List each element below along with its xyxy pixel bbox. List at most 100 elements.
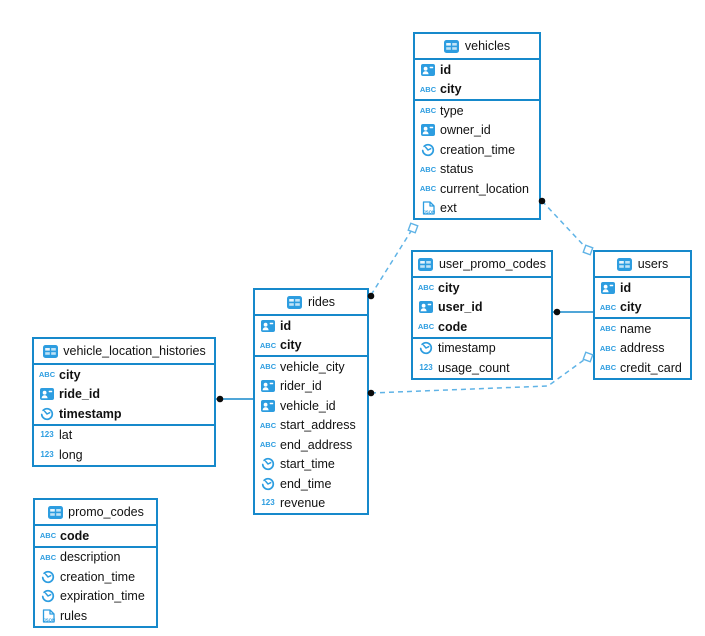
table-icon: [287, 295, 303, 309]
column-name: id: [620, 280, 632, 295]
column-row[interactable]: id: [255, 316, 367, 336]
column-row[interactable]: vehicle_id: [255, 396, 367, 416]
string-icon: ABC: [599, 343, 617, 353]
column-row[interactable]: timestamp: [34, 404, 214, 424]
column-name: owner_id: [440, 123, 491, 138]
column-name: city: [440, 82, 462, 97]
column-row[interactable]: user_id: [413, 298, 551, 318]
column-row[interactable]: start_time: [255, 455, 367, 475]
table-header[interactable]: vehicles: [415, 34, 539, 60]
column-name: code: [60, 528, 90, 543]
column-row[interactable]: creation_time: [415, 140, 539, 160]
table-header[interactable]: vehicle_location_histories: [34, 339, 214, 365]
column-row[interactable]: id: [415, 60, 539, 80]
column-row[interactable]: id: [595, 278, 690, 298]
column-name: rules: [60, 608, 88, 623]
column-name: expiration_time: [60, 589, 145, 604]
string-icon: ABC: [419, 84, 437, 94]
string-icon: ABC: [599, 324, 617, 333]
string-icon: ABC: [417, 322, 435, 331]
number-icon: 123: [40, 449, 54, 459]
column-row[interactable]: expiration_time: [35, 587, 156, 607]
timestamp-icon: [260, 477, 276, 491]
string-icon: ABC: [39, 531, 57, 540]
column-name: end_address: [280, 437, 353, 452]
string-icon: ABC: [38, 370, 56, 379]
column-row[interactable]: owner_id: [415, 121, 539, 141]
column-name: city: [620, 300, 642, 315]
string-icon: ABC: [419, 184, 437, 193]
table-icon: [47, 505, 63, 519]
table-header[interactable]: user_promo_codes: [413, 252, 551, 278]
timestamp-icon: [40, 570, 56, 584]
column-name: start_address: [280, 418, 356, 433]
string-icon: ABC: [259, 440, 277, 449]
table-title: rides: [307, 295, 336, 309]
column-row[interactable]: JSON rules: [35, 606, 156, 626]
column-name: status: [440, 162, 474, 177]
json-icon: JSON: [420, 201, 436, 215]
uuid-icon: [39, 387, 55, 401]
uuid-icon: [260, 379, 276, 393]
column-name: rider_id: [280, 379, 322, 394]
table-header[interactable]: promo_codes: [35, 500, 156, 526]
string-icon: ABC: [259, 340, 277, 350]
string-icon: ABC: [599, 302, 617, 312]
column-name: city: [438, 280, 460, 295]
column-row[interactable]: timestamp: [413, 339, 551, 359]
column-name: description: [60, 550, 121, 565]
column-row[interactable]: ride_id: [34, 385, 214, 405]
table-header[interactable]: rides: [255, 290, 367, 316]
column-row[interactable]: rider_id: [255, 377, 367, 397]
column-name: creation_time: [60, 569, 136, 584]
svg-text:JSON: JSON: [43, 617, 55, 622]
table-header[interactable]: users: [595, 252, 690, 278]
column-name: timestamp: [59, 406, 122, 421]
timestamp-icon: [39, 407, 55, 421]
timestamp-icon: [40, 589, 56, 603]
string-icon: ABC: [419, 164, 437, 174]
column-row[interactable]: end_time: [255, 474, 367, 494]
relation-dot-marker: [553, 308, 561, 316]
column-name: end_time: [280, 476, 332, 491]
column-row[interactable]: creation_time: [35, 567, 156, 587]
relation-diamond-marker: [582, 244, 594, 256]
number-icon: 123: [419, 362, 433, 372]
column-name: id: [440, 62, 452, 77]
string-icon: ABC: [259, 420, 277, 430]
relation-user_promo_codes-users: [553, 308, 594, 316]
column-name: city: [59, 367, 81, 382]
